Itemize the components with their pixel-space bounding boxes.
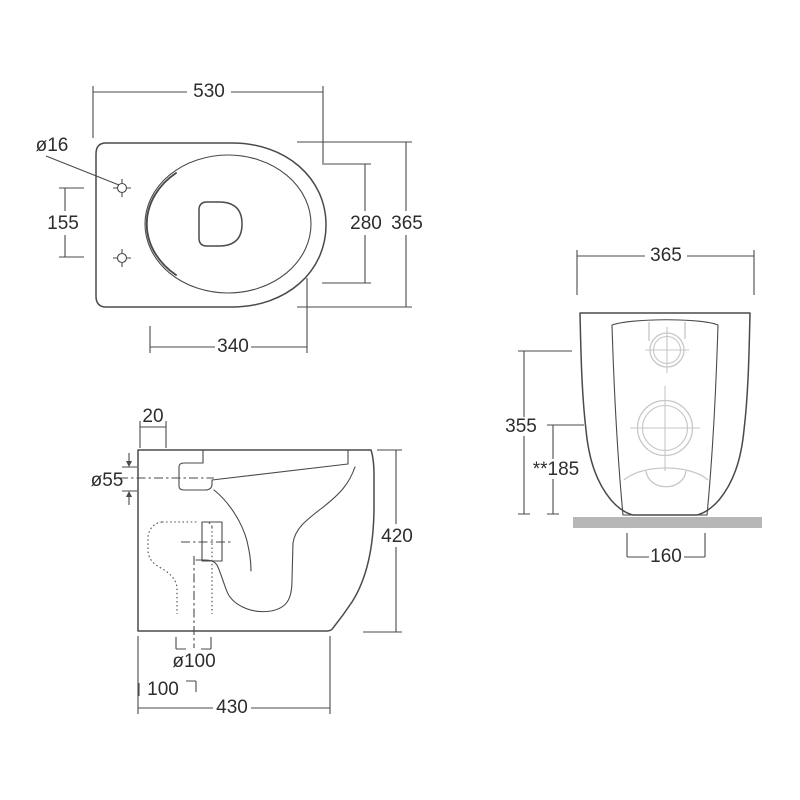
dim-bowl-length: 340 (149, 278, 308, 357)
front-view-inner-panel (611, 319, 719, 516)
top-view-outline (95, 142, 327, 308)
rim-line (211, 463, 349, 481)
dim-outlet-height: **185 (533, 424, 584, 515)
top-view-seat-ring (144, 154, 312, 294)
dim-rear-offset: 20 (139, 406, 167, 448)
dim-bowl-inner-depth: 280 (322, 163, 382, 284)
top-view-rim-crescent (145, 172, 177, 276)
outlet-centerlines (119, 477, 231, 648)
dim-label: 20 (142, 406, 163, 427)
dim-base-width: 160 (626, 533, 706, 567)
dim-label: 280 (350, 213, 382, 234)
leader-line (45, 155, 120, 186)
top-view-drain-opening (198, 201, 243, 247)
dim-outlet-setout: 100 (138, 679, 197, 700)
base-arc (623, 467, 709, 481)
bowl-profile-curve (216, 466, 356, 613)
dim-line (138, 680, 197, 696)
top-view: 530 ø16 155 280 365 340 (36, 81, 423, 357)
fixing-hole-bottom (113, 249, 131, 267)
trap-weir-box (201, 521, 223, 562)
dim-line (576, 250, 755, 295)
hidden-floor-outlet (147, 521, 213, 614)
dim-line (518, 350, 572, 515)
fixing-hole-ticks (113, 249, 131, 267)
dim-label: 365 (391, 213, 423, 234)
fixing-hole-ticks (113, 179, 131, 197)
dim-label: 160 (650, 546, 682, 567)
dim-line (547, 424, 584, 515)
bowl-back-curve (213, 489, 252, 572)
dim-label: 430 (216, 697, 248, 718)
trap-dome (645, 470, 687, 488)
dim-front-overall-width: 365 (576, 245, 755, 295)
front-view: 365 355 **185 160 (505, 245, 762, 567)
dim-outlet-diameter: ø55 (91, 453, 137, 505)
dim-top-overall-width: 530 (92, 81, 324, 163)
dim-fixing-hole-spacing: 155 (47, 187, 84, 258)
dim-label: ø100 (172, 651, 215, 672)
dim-label: 355 (505, 416, 537, 437)
dim-overall-height: 420 (363, 449, 413, 633)
dim-side-overall-depth: 430 (137, 636, 331, 718)
dim-rim-height: 355 (505, 350, 572, 515)
dim-fixing-hole-diameter: ø16 (36, 135, 120, 186)
dim-line (137, 636, 331, 714)
dim-line (297, 141, 412, 308)
side-view-outline (137, 449, 375, 632)
lower-hole-crosshair (630, 386, 700, 471)
top-slot-lines (648, 322, 686, 341)
dim-line (59, 187, 84, 258)
floor-bar (573, 517, 762, 528)
dim-floor-outlet-diameter: ø100 (172, 637, 216, 672)
fixing-hole-top (113, 179, 131, 197)
upper-hole-crosshair (645, 327, 689, 373)
dim-line (322, 163, 371, 284)
dim-line (139, 421, 167, 448)
dim-line (363, 449, 402, 633)
dim-top-overall-depth: 365 (297, 141, 423, 308)
front-view-gray-details (623, 322, 709, 488)
seat-step-lines (202, 449, 349, 465)
dim-line (626, 533, 706, 558)
dim-label: **185 (533, 459, 580, 480)
arrowhead-up (126, 491, 132, 497)
dim-line (149, 278, 308, 353)
dim-label: 340 (217, 336, 249, 357)
dim-line (175, 637, 212, 650)
dim-line (122, 453, 137, 505)
dim-label: 155 (47, 213, 79, 234)
dim-label: 365 (650, 245, 682, 266)
dim-label: 100 (147, 679, 179, 700)
fixing-hole-circle (116, 252, 128, 264)
dim-label: ø16 (36, 135, 69, 156)
dim-line (92, 86, 324, 163)
dim-label: ø55 (91, 470, 124, 491)
dim-label: 530 (193, 81, 225, 102)
side-view: 20 ø55 420 ø100 100 430 (91, 406, 413, 718)
outlet-spigot (178, 462, 213, 491)
arrowhead-down (126, 461, 132, 467)
dim-label: 420 (381, 526, 413, 547)
